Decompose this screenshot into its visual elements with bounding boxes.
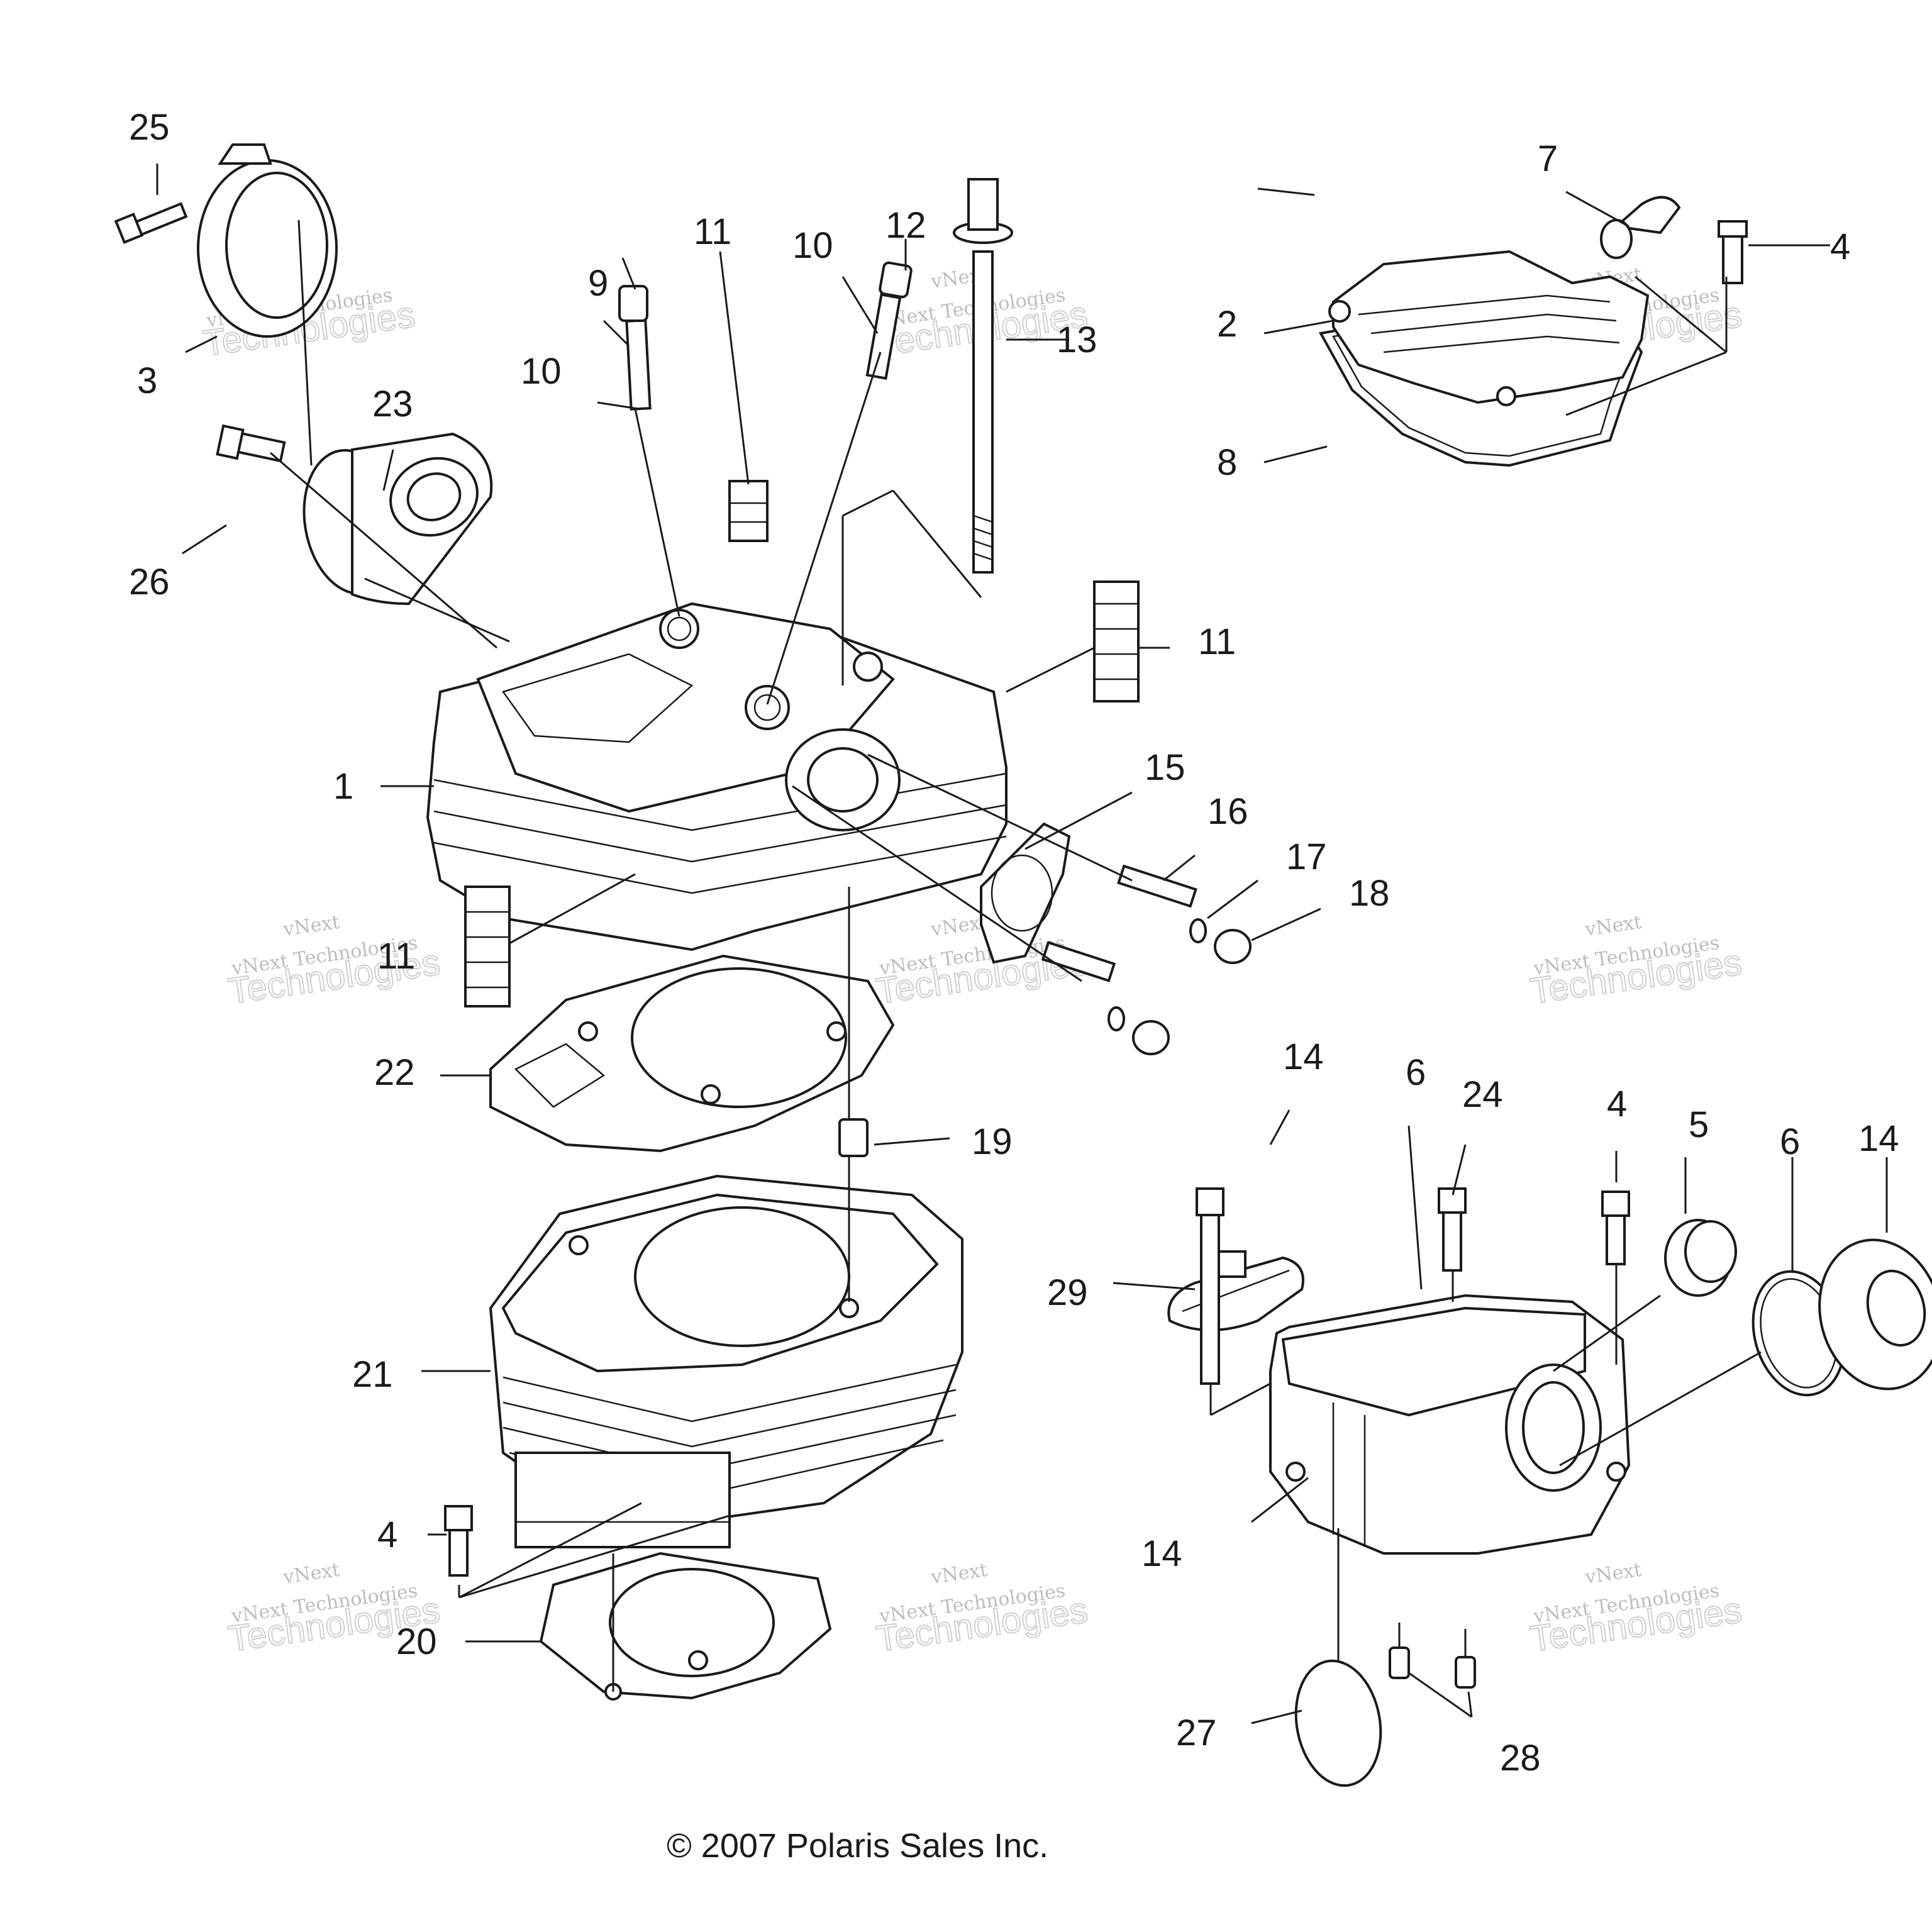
cap-part xyxy=(1818,1238,1932,1391)
cylinder-part xyxy=(489,1174,963,1548)
callout-8: 8 xyxy=(1217,442,1237,483)
callout-12: 12 xyxy=(886,205,926,246)
callout-21: 21 xyxy=(352,1354,393,1395)
head-bolt-part xyxy=(953,178,1013,574)
valve-cover-part xyxy=(1328,250,1650,406)
svg-text:vNext: vNext xyxy=(1583,911,1643,941)
keeper-stack-part xyxy=(1093,580,1140,702)
intake-clamp-part xyxy=(197,143,338,338)
callout-14b: 14 xyxy=(1858,1118,1899,1159)
callout-16: 16 xyxy=(1208,791,1248,832)
callout-24: 24 xyxy=(1462,1074,1503,1115)
breather-elbow-part xyxy=(1600,196,1681,259)
lock-washer-part xyxy=(1108,918,1207,1031)
exhaust-stud-part xyxy=(1041,864,1197,982)
svg-text:vNext: vNext xyxy=(1583,1559,1643,1589)
callout-9: 9 xyxy=(588,263,608,304)
callout-26: 26 xyxy=(129,562,170,602)
callout-10a: 10 xyxy=(521,351,562,392)
callout-3: 3 xyxy=(137,360,157,401)
callout-18: 18 xyxy=(1349,873,1390,914)
callout-29: 29 xyxy=(1047,1272,1088,1313)
callout-28: 28 xyxy=(1500,1738,1541,1779)
clamp-screw-part xyxy=(114,202,188,244)
head-gasket-part xyxy=(489,954,895,1153)
callout-7: 7 xyxy=(1538,138,1558,179)
watermark-8: vNext vNext Technologies Technologies xyxy=(873,1559,1091,1660)
watermark-6: vNext vNext Technologies Technologies xyxy=(1527,911,1745,1013)
callout-13: 13 xyxy=(1057,319,1097,360)
callout-1: 1 xyxy=(333,766,353,807)
callout-11b: 11 xyxy=(1198,621,1236,662)
cover-bolt-part xyxy=(1718,220,1748,284)
callout-17: 17 xyxy=(1286,836,1327,877)
callout-15: 15 xyxy=(1145,747,1185,788)
valve-keeper-part xyxy=(728,480,769,542)
callout-11c: 11 xyxy=(377,936,415,977)
callout-6b: 6 xyxy=(1780,1121,1800,1162)
cam-housing-part xyxy=(1269,1294,1631,1555)
copyright-text: © 2007 Polaris Sales Inc. xyxy=(667,1827,1048,1865)
callout-10b: 10 xyxy=(792,225,833,266)
callout-14a: 14 xyxy=(1283,1036,1324,1077)
plug-part xyxy=(1294,1659,1382,1787)
valve-guide-part xyxy=(625,319,652,411)
valve-seal-part xyxy=(879,261,913,299)
keeper-stack-part xyxy=(464,886,511,1008)
intake-boot-part xyxy=(303,432,493,606)
leader-lines xyxy=(156,164,1888,1724)
valve-seal-part xyxy=(618,285,648,322)
cylinder-bolt-part xyxy=(444,1505,473,1577)
callout-14c: 14 xyxy=(1141,1533,1182,1574)
tower-bolt-part xyxy=(1601,1191,1630,1265)
callout-6a: 6 xyxy=(1406,1052,1426,1093)
callout-22: 22 xyxy=(374,1052,415,1093)
watermark-9: vNext vNext Technologies Technologies xyxy=(1527,1559,1745,1660)
dowel-pin-part xyxy=(838,1118,869,1157)
tower-bolt-part xyxy=(1196,1187,1224,1385)
callout-4c: 4 xyxy=(1607,1084,1627,1124)
end-cap-part xyxy=(1167,1250,1304,1331)
svg-text:vNext: vNext xyxy=(929,1559,989,1589)
callout-2: 2 xyxy=(1217,304,1237,345)
dowel-pin-part xyxy=(1389,1646,1476,1689)
hex-nut-part xyxy=(1132,929,1252,1055)
callout-23: 23 xyxy=(372,384,413,425)
cylinder-head-part xyxy=(426,602,1008,952)
plug-part xyxy=(1664,1219,1737,1297)
callout-4a: 4 xyxy=(1830,226,1850,267)
callout-27: 27 xyxy=(1176,1713,1217,1753)
callout-4b: 4 xyxy=(377,1514,397,1555)
svg-text:vNext: vNext xyxy=(281,911,341,941)
base-gasket-part xyxy=(539,1552,832,1701)
svg-text:vNext: vNext xyxy=(281,1559,341,1589)
callout-11a: 11 xyxy=(694,211,731,252)
callout-5: 5 xyxy=(1689,1104,1709,1145)
callout-20: 20 xyxy=(396,1621,437,1662)
callout-25: 25 xyxy=(129,107,170,148)
tower-bolt-part xyxy=(1438,1187,1467,1272)
callout-19: 19 xyxy=(972,1121,1013,1162)
